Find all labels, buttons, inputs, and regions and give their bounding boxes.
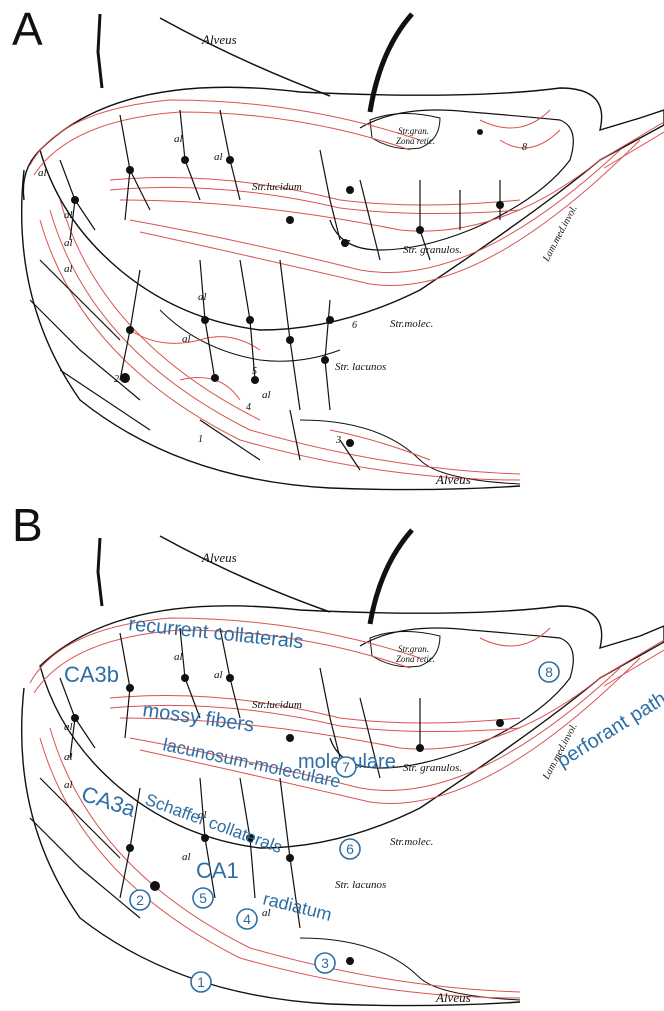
num-2: 2 bbox=[114, 374, 119, 385]
label-str-lucidum: Str.lucidum bbox=[252, 181, 302, 193]
red-fiber-tracts bbox=[30, 100, 664, 480]
num-5: 5 bbox=[252, 366, 257, 377]
label-al: al bbox=[64, 751, 73, 763]
panel-a: A bbox=[0, 0, 664, 505]
svg-text:6: 6 bbox=[346, 841, 354, 857]
svg-text:7: 7 bbox=[342, 759, 350, 775]
circled-number-7: 7 bbox=[336, 757, 356, 777]
label-al: al bbox=[64, 779, 73, 791]
svg-text:2: 2 bbox=[136, 892, 144, 908]
circled-number-1: 1 bbox=[191, 972, 211, 992]
label-al: al bbox=[64, 721, 73, 733]
label-al: al bbox=[214, 151, 223, 163]
circled-number-3: 3 bbox=[315, 953, 335, 973]
label-str-granulos: Str. granulos. bbox=[403, 244, 462, 256]
label-al: al bbox=[64, 209, 73, 221]
num-1: 1 bbox=[198, 434, 203, 445]
svg-text:1: 1 bbox=[197, 974, 205, 990]
label-str-lacunos: Str. lacunos bbox=[335, 361, 386, 373]
annotation-radiatum: radiatum bbox=[261, 888, 334, 924]
annotation-ca1: CA1 bbox=[196, 858, 239, 883]
num-8: 8 bbox=[522, 142, 527, 153]
circled-number-4: 4 bbox=[237, 909, 257, 929]
label-al: al bbox=[214, 669, 223, 681]
label-al: al bbox=[182, 851, 191, 863]
num-3: 3 bbox=[335, 435, 341, 446]
label-str-gran: Str.gran. bbox=[398, 644, 429, 654]
label-al: al bbox=[64, 263, 73, 275]
label-str-gran: Str.gran. bbox=[398, 126, 429, 136]
label-str-granulos: Str. granulos. bbox=[403, 762, 462, 774]
circled-number-5: 5 bbox=[193, 888, 213, 908]
label-str-molec: Str.molec. bbox=[390, 318, 433, 330]
annotation-ca3b: CA3b bbox=[64, 662, 119, 687]
circled-number-6: 6 bbox=[340, 839, 360, 859]
label-alveus-bottom: Alveus bbox=[435, 990, 471, 1005]
label-str-molec: Str.molec. bbox=[390, 836, 433, 848]
label-alveus-bottom: Alveus bbox=[435, 472, 471, 487]
label-al: al bbox=[262, 389, 271, 401]
label-al: al bbox=[38, 167, 47, 179]
svg-text:3: 3 bbox=[321, 955, 329, 971]
annotation-ca3a: CA3a bbox=[78, 781, 139, 822]
svg-text:5: 5 bbox=[199, 890, 207, 906]
label-al: al bbox=[182, 333, 191, 345]
num-6: 6 bbox=[352, 320, 357, 331]
hippocampus-drawing-b: Alveus Alveus Str.gran. Zona retic. Str.… bbox=[0, 506, 664, 1011]
label-alveus-top: Alveus bbox=[201, 550, 237, 565]
hippocampus-outline bbox=[22, 14, 664, 490]
label-al: al bbox=[198, 291, 207, 303]
label-al: al bbox=[174, 651, 183, 663]
panel-b: B bbox=[0, 506, 664, 1011]
num-4: 4 bbox=[246, 402, 251, 413]
label-lam-med-invol: Lam.med.invol. bbox=[540, 204, 579, 265]
annotation-schaffer-collaterals: Schaffer collaterals bbox=[143, 790, 285, 857]
svg-text:4: 4 bbox=[243, 911, 251, 927]
label-str-lacunos: Str. lacunos bbox=[335, 879, 386, 891]
hippocampus-drawing-a: Alveus Alveus Str.gran. Zona retic. Str.… bbox=[0, 0, 664, 505]
label-alveus-top: Alveus bbox=[201, 32, 237, 47]
svg-text:8: 8 bbox=[545, 664, 553, 680]
label-zona-retic: Zona retic. bbox=[396, 654, 435, 664]
neuron-somata bbox=[71, 129, 504, 447]
annotation-mossy-fibers: mossy fibers bbox=[141, 699, 255, 736]
label-str-lucidum: Str.lucidum bbox=[252, 699, 302, 711]
label-zona-retic: Zona retic. bbox=[396, 136, 435, 146]
circled-number-8: 8 bbox=[539, 662, 559, 682]
label-al: al bbox=[174, 133, 183, 145]
circled-number-2: 2 bbox=[130, 890, 150, 910]
label-al: al bbox=[64, 237, 73, 249]
